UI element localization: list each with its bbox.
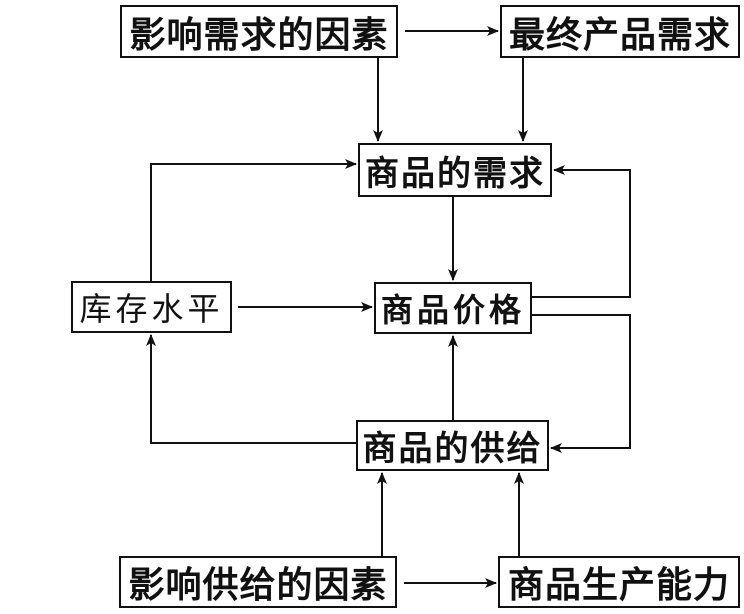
node-label: 商品价格: [380, 291, 525, 329]
node-label: 商品的供给: [362, 429, 543, 469]
edge-price-to-supply: [532, 314, 631, 453]
node-label: 库存水平: [79, 290, 224, 328]
node-label: 影响需求的因素: [129, 14, 389, 56]
edge-inventory-to-commodity-demand: [150, 159, 357, 281]
edge-price-to-commodity-demand: [532, 165, 631, 298]
node-commodity-supply: 商品的供给: [356, 420, 549, 471]
node-label: 商品生产能力: [507, 565, 730, 606]
node-production-capacity: 商品生产能力: [498, 556, 740, 608]
node-label: 影响供给的因素: [128, 565, 388, 606]
node-demand-factors: 影响需求的因素: [120, 5, 398, 58]
node-label: 最终产品需求: [508, 14, 731, 56]
node-label: 商品的需求: [365, 153, 545, 194]
edge-supply-to-inventory: [146, 334, 356, 444]
node-inventory-level: 库存水平: [71, 281, 232, 333]
node-final-product-demand: 最终产品需求: [500, 5, 740, 58]
node-supply-factors: 影响供给的因素: [119, 556, 397, 608]
node-commodity-price: 商品价格: [374, 282, 532, 334]
node-commodity-demand: 商品的需求: [358, 143, 552, 197]
